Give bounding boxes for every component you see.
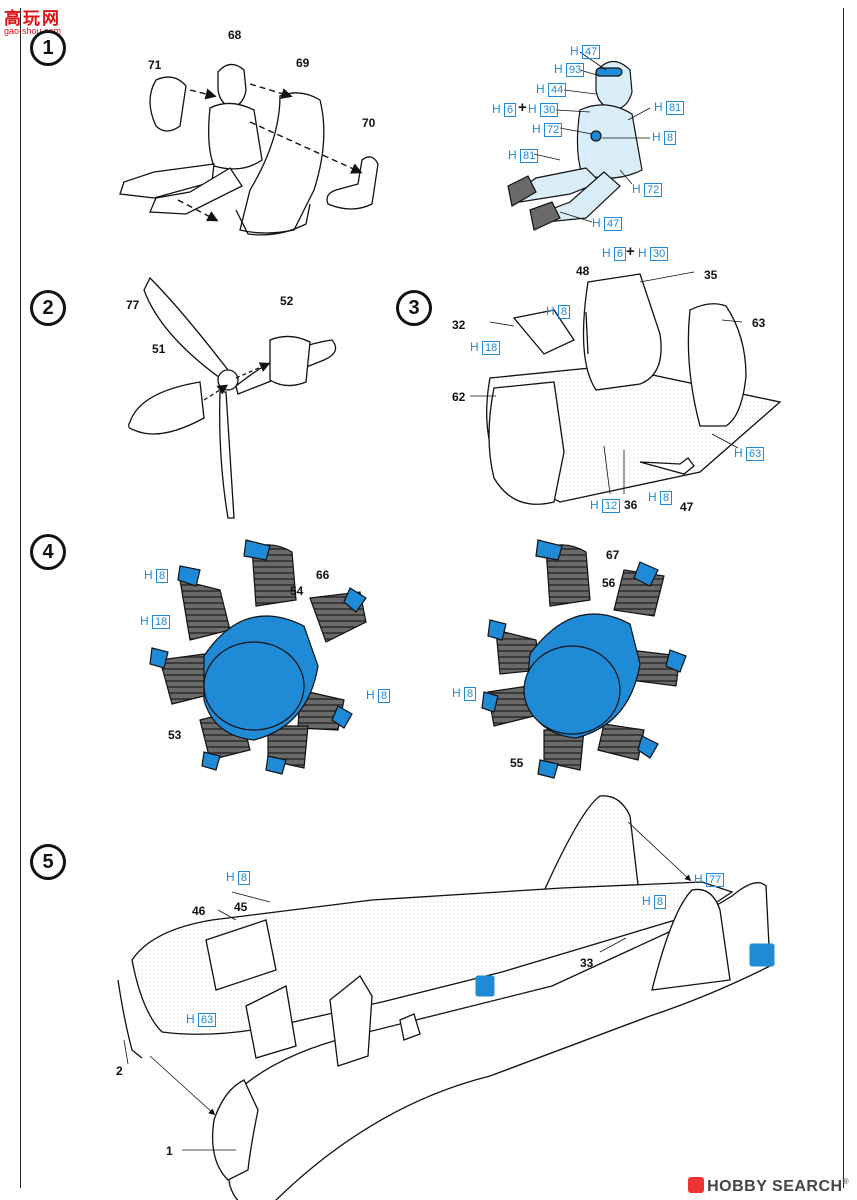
step-badge-4: 4 [30,534,66,570]
step1-pilot-assembly [119,63,379,236]
color-callout: H 81 [508,148,539,163]
brand-name: HOBBY SEARCH [707,1178,843,1195]
part-number: 35 [704,268,718,282]
plus-sign: + [518,99,527,116]
step1-painted-pilot [507,60,643,231]
part-number: 1 [166,1144,173,1158]
step2-propeller [128,276,337,519]
color-callout: H 47 [592,216,623,231]
color-callout: H 30 [528,102,559,117]
part-number: 70 [362,116,376,130]
color-callout: H 63 [734,446,765,461]
color-callout: H 8 [546,304,571,319]
step1-arrows [177,83,363,222]
step-badge-1: 1 [30,30,66,66]
part-number: 71 [148,58,162,72]
color-callout: H 8 [642,894,667,909]
step-badge-5: 5 [30,844,66,880]
color-callout: H 8 [452,686,477,701]
part-number: 63 [752,316,766,330]
decal-markers [475,943,775,997]
step5-fuselage [117,795,771,1200]
part-number: 47 [680,500,694,514]
step4-engine-right [481,539,687,779]
part-number: 68 [228,28,242,42]
color-callout: H 8 [226,870,251,885]
part-number: 62 [452,390,466,404]
color-callout: H 44 [536,82,567,97]
part-number: 55 [510,756,524,770]
color-callout: H 8 [652,130,677,145]
brand-watermark: HOBBY SEARCH® [688,1177,849,1196]
watermark-url: gao-shou.com [4,26,62,36]
part-number: 56 [602,576,616,590]
color-callout: H 8 [144,568,169,583]
watermark-logo: 高玩网 gao-shou.com [4,4,74,36]
step3-cockpit [486,273,782,505]
part-number: 67 [606,548,620,562]
part-number: 66 [316,568,330,582]
step5-leader-lines [123,821,692,1151]
part-number: 52 [280,294,294,308]
part-number: 53 [168,728,182,742]
part-number: 77 [126,298,140,312]
step3-leader-lines [470,271,743,495]
color-callout: H 63 [186,1012,217,1027]
color-callout: H 18 [470,340,501,355]
part-number: 36 [624,498,638,512]
color-callout: H 18 [140,614,171,629]
step-badge-3: 3 [396,290,432,326]
color-callout: H 8 [648,490,673,505]
step1-leader-lines [533,51,651,223]
part-number: 46 [192,904,206,918]
part-number: 2 [116,1064,123,1078]
part-number: 51 [152,342,166,356]
part-number: 48 [576,264,590,278]
part-number: 69 [296,56,310,70]
part-number: 54 [290,584,304,598]
color-callout: H 6 [602,246,627,261]
part-number: 45 [234,900,248,914]
color-callout: H 12 [590,498,621,513]
color-callout: H 93 [554,62,585,77]
brand-logo-icon [688,1177,705,1193]
color-callout: H 77 [694,872,725,887]
step4-engine-left [149,539,367,775]
part-number: 32 [452,318,466,332]
color-callout: H 8 [366,688,391,703]
watermark-text: 高玩网 [4,9,61,29]
plus-sign: + [626,243,635,260]
color-callout: H 72 [632,182,663,197]
color-callout: H 47 [570,44,601,59]
color-callout: H 30 [638,246,669,261]
registered-mark: ® [842,1177,849,1186]
color-callout: H 81 [654,100,685,115]
color-callout: H 72 [532,122,563,137]
step-badge-2: 2 [30,290,66,326]
color-callout: H 6 [492,102,517,117]
part-number: 33 [580,956,594,970]
page-frame [20,8,844,1188]
